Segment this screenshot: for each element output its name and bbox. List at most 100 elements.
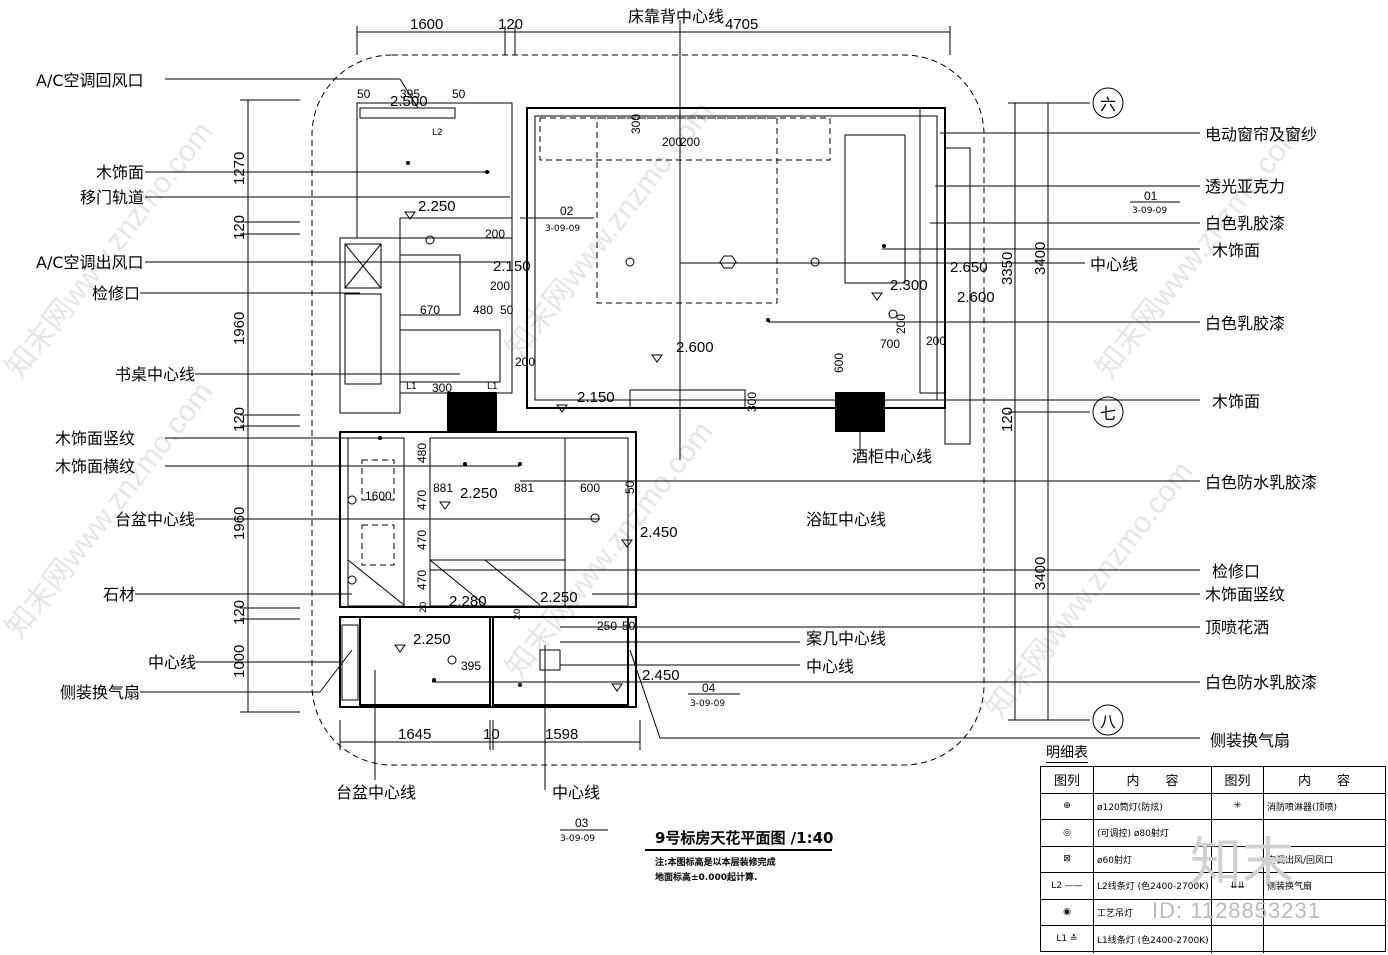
callout-label: 白色乳胶漆	[1205, 314, 1285, 333]
callout-label: 顶喷花洒	[1205, 618, 1269, 637]
drawing-note: 地面标高±0.000起计算.	[655, 871, 757, 883]
watermark-text: 知末网www.znzmo.com	[500, 416, 720, 685]
legend-desc: 侧装换气扇	[1267, 882, 1313, 893]
legend-symbol	[1212, 899, 1264, 925]
callout-label: 侧装换气扇	[1210, 731, 1290, 750]
dim-text: 4705	[725, 16, 758, 33]
inner-dim: 50	[357, 87, 371, 101]
dim-text: 1960	[231, 312, 248, 345]
drawing-title-block: 9号标房天花平面图 /1:40 注:本图标高是以本层装修完成 地面标高±0.00…	[645, 829, 833, 883]
inner-dim: 470	[415, 490, 429, 510]
site-logo: 知末	[1190, 833, 1295, 893]
dim-text: 1598	[545, 726, 578, 743]
legend-desc: L2线条灯 (色2400-2700K)	[1094, 873, 1212, 899]
dim-text: 120	[231, 600, 248, 625]
image-id-tag: ID: 1128853231	[1152, 898, 1321, 923]
callout-label: 电动窗帘及窗纱	[1205, 125, 1317, 144]
legend-row: ⊠ ø60射灯 空调出风/回风口	[1041, 846, 1385, 873]
watermark-text: 知末网www.znzmo.com	[980, 456, 1200, 725]
drawing-note: 注:本图标高是以本层装修完成	[655, 856, 776, 868]
left-callouts: A/C空调回风口 木饰面 移门轨道 A/C空调出风口 检修口 书桌中心线 木饰面…	[36, 71, 600, 702]
legend-symbol: ◎	[1041, 820, 1094, 846]
plan-outline	[311, 54, 985, 766]
legend-row: ⊕ ø120筒灯(防炫) ✳ 消防喷淋器(顶喷)	[1041, 793, 1385, 820]
inner-dim: 670	[420, 303, 440, 317]
height-mark: 2.250	[460, 485, 498, 502]
left-dimension-line: 1270 120 1960 120 1960 120 1000	[231, 99, 300, 713]
height-mark: 2.450	[640, 524, 678, 541]
callout-label: 木饰面竖纹	[55, 429, 135, 448]
dim-text: 120	[999, 407, 1016, 432]
inner-dim: 50	[452, 87, 466, 101]
legend-desc: ø60射灯	[1094, 846, 1212, 872]
callout-label: 石材	[103, 585, 135, 604]
legend-title: 明细表	[1046, 742, 1088, 763]
top-dimension-line: 1600 120 4705	[356, 16, 951, 55]
callout-label: 中心线	[1090, 255, 1138, 274]
dim-text: 3350	[999, 252, 1016, 285]
inner-dim: 700	[880, 337, 900, 351]
callout-label: 移门轨道	[80, 188, 144, 207]
dim-text: 120	[231, 215, 248, 240]
inner-dim: 881	[433, 481, 453, 495]
inner-dim: 200	[894, 314, 908, 334]
legend-symbol	[1212, 846, 1264, 872]
dim-text: 1645	[398, 726, 431, 743]
inner-dim: 881	[514, 481, 534, 495]
dim-text: 3400	[1032, 242, 1049, 275]
dim-text: 3400	[1032, 557, 1049, 590]
callout-label: 白色乳胶漆	[1205, 214, 1285, 233]
inner-dim: 200	[680, 135, 700, 149]
inner-dim: 250	[597, 619, 617, 633]
legend-desc	[1264, 926, 1384, 953]
legend-desc: L1线条灯 (色2400-2700K)	[1094, 926, 1212, 953]
centerline-label: 酒柜中心线	[852, 447, 932, 466]
centerline-label: 案几中心线	[806, 629, 886, 648]
section-ref-sheet: 3-09-09	[545, 224, 580, 234]
section-ref-num: 02	[560, 204, 574, 218]
legend-header: 图列	[1041, 767, 1094, 793]
legend-header: 内 容	[1094, 767, 1212, 793]
centerline-label: 中心线	[552, 783, 600, 802]
section-ref-sheet: 3-09-09	[1132, 206, 1167, 216]
callout-label: 白色防水乳胶漆	[1205, 473, 1317, 492]
legend-symbol: ◉	[1041, 899, 1094, 925]
centerline-label: 台盆中心线	[336, 783, 416, 802]
inner-dim: 20	[513, 608, 523, 620]
height-marks: 2.500 2.250 2.150 2.600 2.150 2.650 2.30…	[390, 93, 995, 692]
inner-dim: 300	[432, 381, 452, 395]
section-ref-sheet: 3-09-09	[560, 834, 595, 844]
legend-symbol	[1212, 926, 1264, 953]
inner-dim: 200	[485, 227, 505, 241]
dim-text: 120	[498, 16, 523, 33]
inner-dim: 600	[832, 353, 846, 373]
height-mark: 2.280	[449, 593, 487, 610]
inner-dim: 480	[415, 443, 429, 463]
height-mark: 2.250	[418, 198, 456, 215]
inner-dim: 200	[662, 135, 682, 149]
section-ref-num: 04	[702, 681, 716, 695]
callout-label: 木饰面竖纹	[1205, 585, 1285, 604]
height-mark: 2.150	[493, 258, 531, 275]
dim-text: 1000	[231, 645, 248, 678]
inner-dim: L1	[406, 382, 417, 392]
axis-marker: 八	[1100, 712, 1116, 731]
legend-desc: (可调控) ø80射灯	[1094, 820, 1212, 846]
legend-desc: 消防喷淋器(顶喷)	[1267, 802, 1338, 813]
inner-dim: 200	[490, 279, 510, 293]
axis-marker: 七	[1100, 404, 1116, 423]
callout-label: 检修口	[92, 284, 140, 303]
legend-symbol: ⊠	[1041, 846, 1094, 872]
watermark-text: 知末网www.znzmo.com	[0, 116, 219, 385]
section-refs: 02 3-09-09 01 3-09-09 04 3-09-09 03 3-09…	[520, 189, 1180, 844]
callout-label: 中心线	[148, 653, 196, 672]
column-block	[835, 392, 885, 432]
inner-dim: 300	[745, 392, 759, 412]
legend-symbol: ✳	[1212, 793, 1264, 819]
callout-label: 侧装换气扇	[60, 683, 140, 702]
inner-dim: 480	[473, 303, 493, 317]
inner-dimensions: 50 395 50 L2 300 200 200 200 200 670 480…	[357, 87, 946, 673]
right-callouts: 电动窗帘及窗纱 透光亚克力 白色乳胶漆 木饰面 中心线 白色乳胶漆 木饰面 白色…	[430, 125, 1317, 750]
inner-dim: L2	[432, 128, 443, 138]
